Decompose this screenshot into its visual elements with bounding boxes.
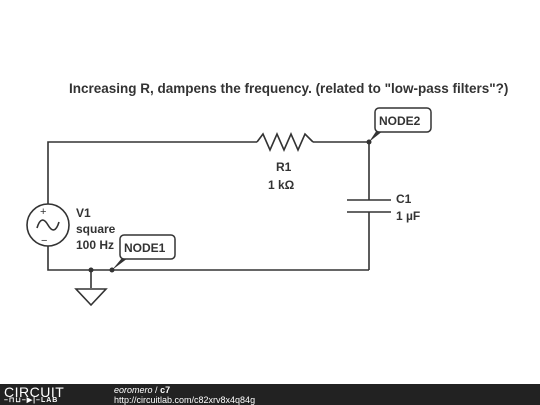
author-credit: eoromero / c7 bbox=[114, 385, 170, 395]
schematic-title: Increasing R, dampens the frequency. (re… bbox=[69, 81, 508, 96]
ground-icon bbox=[74, 288, 108, 307]
plus-sign-icon: + bbox=[40, 206, 46, 218]
junction-dot-ground bbox=[88, 267, 94, 273]
wire-bottom bbox=[47, 246, 369, 271]
node1-label: NODE1 bbox=[124, 241, 166, 255]
wires bbox=[47, 141, 370, 288]
minus-sign-icon: − bbox=[41, 235, 47, 247]
v1-value-label: 100 Hz bbox=[76, 238, 114, 252]
footer-bar: CIRCUIT –⊓⊔–▶|–LAB eoromero / c7 http://… bbox=[0, 384, 540, 405]
c1-value-label: 1 µF bbox=[396, 209, 420, 223]
wire-top-left bbox=[47, 141, 257, 204]
wire-top-right bbox=[313, 141, 370, 200]
r1-value-label: 1 kΩ bbox=[268, 178, 295, 192]
v1-name-label: V1 bbox=[76, 206, 91, 220]
v1-type-label: square bbox=[76, 222, 116, 236]
node1-flag[interactable]: NODE1 bbox=[112, 234, 176, 270]
circuitlab-logo-bottom: –⊓⊔–▶|–LAB bbox=[4, 397, 58, 405]
author-link[interactable]: eoromero bbox=[114, 385, 153, 395]
c1-name-label: C1 bbox=[396, 192, 412, 206]
node2-label: NODE2 bbox=[379, 114, 421, 128]
capacitor-c1-symbol[interactable] bbox=[347, 199, 391, 213]
resistor-logo-icon: –⊓⊔–▶|– bbox=[4, 397, 41, 404]
voltage-source-v1-symbol[interactable]: + − bbox=[26, 203, 70, 247]
circuit-id-link[interactable]: c7 bbox=[160, 385, 171, 395]
credit-separator: / bbox=[155, 385, 158, 395]
circuit-url-link[interactable]: http://circuitlab.com/c82xrv8x4q84g bbox=[114, 395, 256, 405]
circuitlab-logo-top[interactable]: CIRCUIT bbox=[4, 384, 65, 400]
resistor-r1-symbol[interactable] bbox=[256, 132, 314, 152]
node2-flag[interactable]: NODE2 bbox=[369, 107, 432, 142]
circuitlab-logo-lab: LAB bbox=[40, 397, 59, 404]
r1-name-label: R1 bbox=[276, 160, 292, 174]
